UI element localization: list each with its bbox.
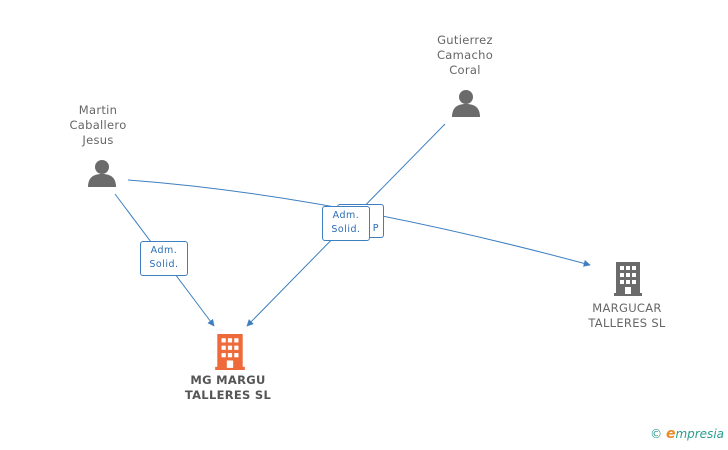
person-icon[interactable] xyxy=(87,158,117,188)
brand-e: e xyxy=(665,426,676,442)
role-badge-gutierrez-adm-solid[interactable]: Adm. Solid. xyxy=(322,206,370,241)
building-icon[interactable] xyxy=(614,262,642,296)
person-icon[interactable] xyxy=(451,88,481,118)
company-label-margucar[interactable]: MARGUCAR TALLERES SL xyxy=(588,301,666,330)
copyright-symbol: © xyxy=(650,427,663,441)
brand-logo: © empresia xyxy=(650,426,724,442)
role-badge-martin-adm-solid[interactable]: Adm. Solid. xyxy=(140,241,188,276)
person-label-martin[interactable]: Martin Caballero Jesus xyxy=(69,103,127,147)
brand-name: mpresia xyxy=(675,427,724,441)
building-icon[interactable] xyxy=(215,334,245,370)
person-label-gutierrez[interactable]: Gutierrez Camacho Coral xyxy=(436,33,494,77)
company-label-mg-margu[interactable]: MG MARGU TALLERES SL xyxy=(184,373,272,402)
